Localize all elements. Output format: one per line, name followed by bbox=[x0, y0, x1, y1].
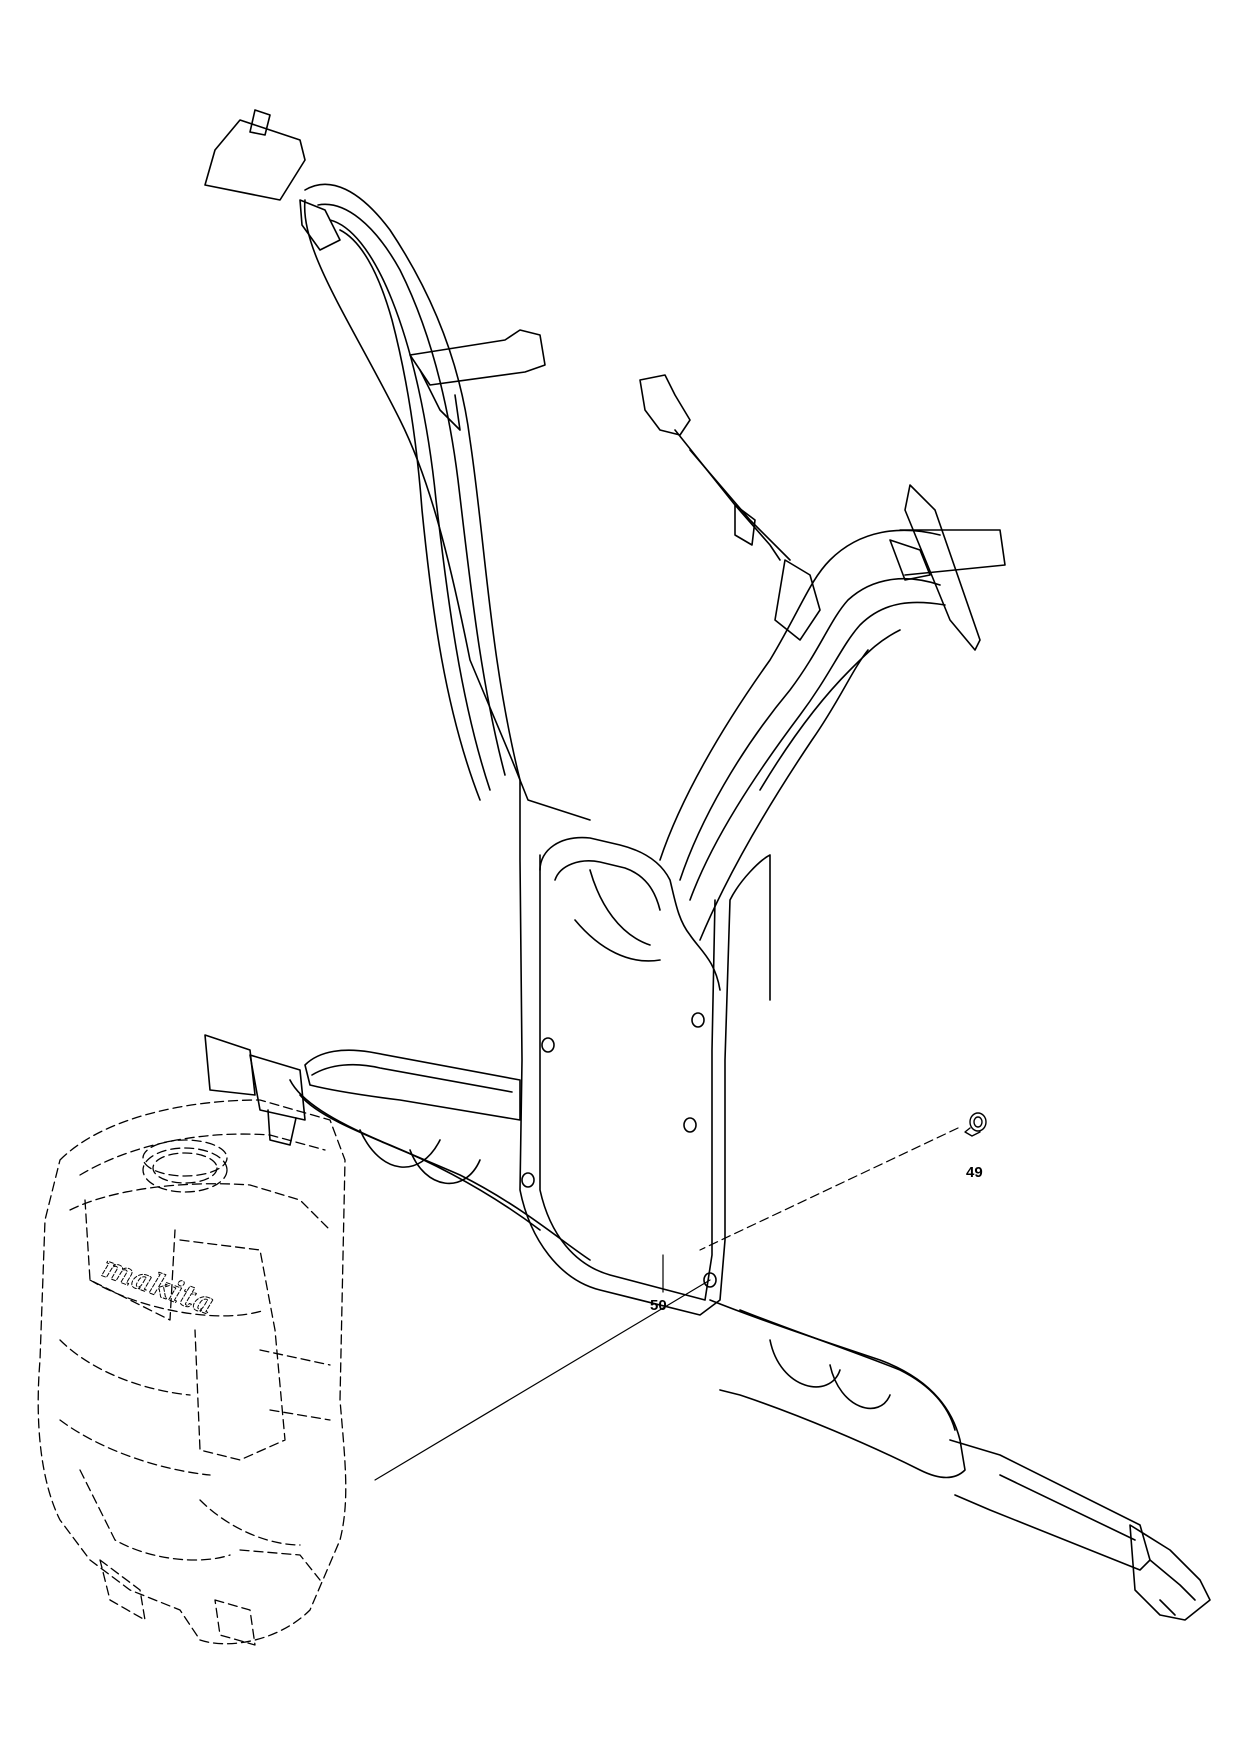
shoulder-buckle-left-mid bbox=[409, 329, 546, 386]
leader-line-49 bbox=[699, 1127, 959, 1251]
waist-belt-strap-right bbox=[949, 1439, 1151, 1571]
tank-brand-mark: makita bbox=[97, 1250, 219, 1323]
left-shoulder-strap bbox=[304, 183, 591, 821]
hip-belt-left bbox=[304, 1049, 521, 1121]
hip-belt-right bbox=[709, 1299, 966, 1479]
shoulder-buckle-left-top bbox=[204, 119, 306, 201]
tank-phantom bbox=[37, 1099, 347, 1646]
plate-hole bbox=[691, 1012, 705, 1028]
shoulder-buckle-right-upper bbox=[639, 374, 691, 436]
plate-hole bbox=[521, 1172, 535, 1188]
harness-frame bbox=[204, 109, 1211, 1621]
tank-outline bbox=[37, 1099, 347, 1645]
plate-hole bbox=[683, 1117, 697, 1133]
leader-lines bbox=[374, 1127, 959, 1481]
carry-handle bbox=[539, 836, 721, 991]
leader-line-50-tank bbox=[374, 1279, 711, 1481]
filler-cap bbox=[142, 1147, 228, 1193]
screw-part-49 bbox=[964, 1112, 987, 1137]
buckle-left bbox=[204, 1034, 256, 1096]
callout-50: 50 bbox=[650, 1297, 667, 1314]
right-shoulder-strap bbox=[659, 529, 941, 861]
buckle-right bbox=[1129, 1524, 1211, 1621]
plate-hole bbox=[541, 1037, 555, 1053]
callout-49: 49 bbox=[966, 1164, 983, 1181]
back-plate-outline bbox=[519, 779, 771, 1316]
plate-hole bbox=[703, 1272, 717, 1288]
